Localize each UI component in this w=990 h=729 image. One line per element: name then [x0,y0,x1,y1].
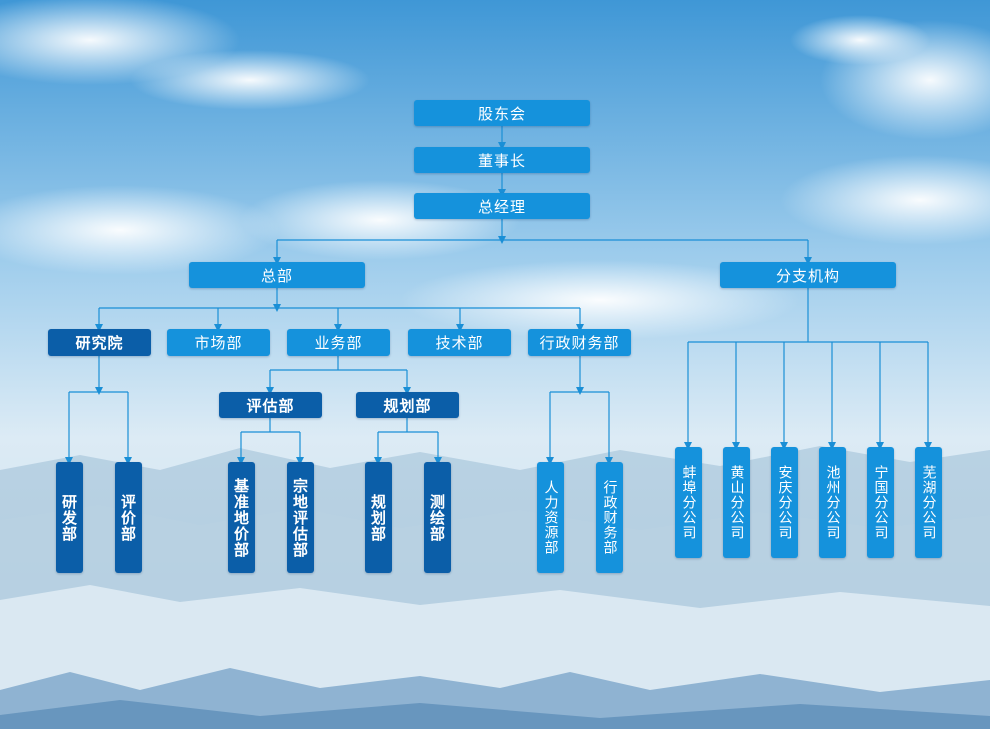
node-assessment-dept: 评估部 [219,392,322,418]
node-chizhou-branch: 池州分公司 [819,447,846,558]
node-planning-dept: 规划部 [356,392,459,418]
node-rnd-dept: 研发部 [56,462,83,573]
node-hr-dept: 人力资源部 [537,462,564,573]
node-parcel-assessment-dept: 宗地评估部 [287,462,314,573]
node-wuhu-branch: 芜湖分公司 [915,447,942,558]
node-research-institute: 研究院 [48,329,151,356]
node-surveying-dept: 测绘部 [424,462,451,573]
node-anqing-branch: 安庆分公司 [771,447,798,558]
node-chairman: 董事长 [414,147,590,173]
node-headquarters: 总部 [189,262,365,288]
node-admin-finance-leaf: 行政财务部 [596,462,623,573]
node-tech-dept: 技术部 [408,329,511,356]
node-huangshan-branch: 黄山分公司 [723,447,750,558]
node-business-dept: 业务部 [287,329,390,356]
node-base-land-price-dept: 基准地价部 [228,462,255,573]
node-planning-leaf: 规划部 [365,462,392,573]
node-shareholders: 股东会 [414,100,590,126]
node-ningguo-branch: 宁国分公司 [867,447,894,558]
node-market-dept: 市场部 [167,329,270,356]
node-general-manager: 总经理 [414,193,590,219]
node-evaluation-dept: 评价部 [115,462,142,573]
node-bengbu-branch: 蚌埠分公司 [675,447,702,558]
node-admin-finance-dept: 行政财务部 [528,329,631,356]
node-branch-offices: 分支机构 [720,262,896,288]
